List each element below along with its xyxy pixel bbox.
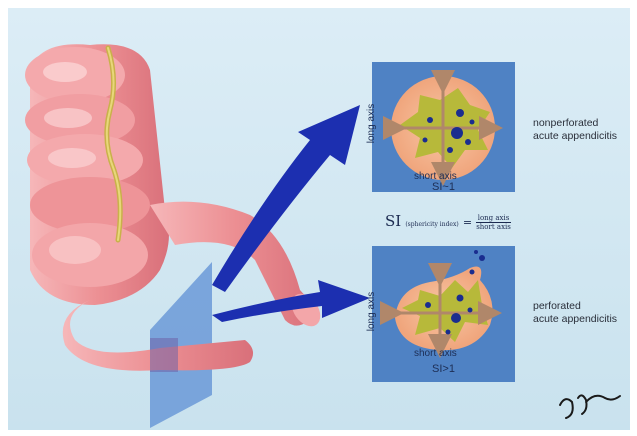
perforated-label: perforated acute appendicitis: [533, 300, 617, 326]
long-axis-label-bottom: long axis: [366, 292, 377, 331]
nonperforated-label-line1: nonperforated: [533, 117, 617, 130]
si-value-top: SI~1: [432, 181, 455, 193]
short-axis-label-bottom: short axis: [414, 348, 457, 359]
formula-equals: =: [463, 216, 472, 229]
nonperforated-label: nonperforated acute appendicitis: [533, 117, 617, 143]
perforated-label-line1: perforated: [533, 300, 617, 313]
si-value-bottom: SI>1: [432, 363, 455, 375]
formula-numerator: long axis: [476, 214, 511, 223]
panel-perforated: [372, 246, 515, 382]
formula-subscript: (sphericity index): [405, 221, 458, 228]
formula-symbol: SI: [385, 212, 401, 230]
formula-fraction: long axis short axis: [476, 214, 511, 231]
formula-denominator: short axis: [476, 223, 511, 231]
nonperforated-label-line2: acute appendicitis: [533, 130, 617, 143]
long-axis-label-top: long axis: [366, 104, 377, 143]
sphericity-index-formula: SI (sphericity index) = long axis short …: [385, 212, 511, 231]
perforated-label-line2: acute appendicitis: [533, 313, 617, 326]
colon: [25, 44, 169, 305]
